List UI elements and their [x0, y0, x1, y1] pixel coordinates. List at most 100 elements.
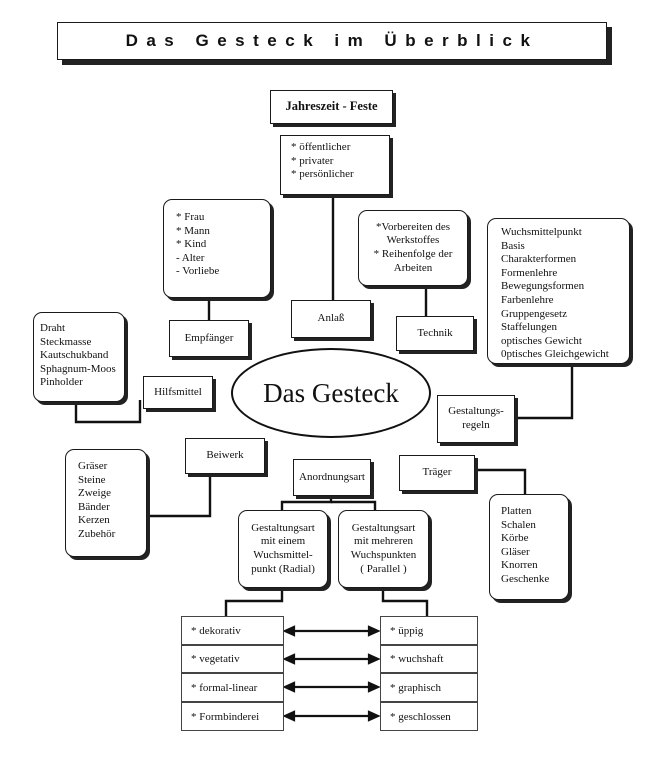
comparison-left-cell: * formal-linear [181, 673, 284, 702]
comparison-left-text: * vegetativ [191, 653, 240, 665]
radial-text: Wuchsmittel- [253, 549, 313, 561]
beiwerk-item: Gräser [78, 460, 108, 472]
comparison-left-text: * dekorativ [191, 624, 241, 637]
anlass-label: Anlaß [317, 312, 345, 325]
jahreszeit-items-box: * öffentlicher * privater * persönlicher [280, 135, 390, 195]
double-arrow-4 [282, 710, 381, 722]
traeger-item: Schalen [501, 518, 536, 531]
technik-items-box: *Vorbereiten des Werkstoffes * Reihenfol… [358, 210, 468, 286]
gestaltungsregeln-item: 0ptisches Gleichgewicht [501, 348, 609, 361]
beiwerk-label-box: Beiwerk [185, 438, 265, 474]
gestaltungsregeln-label-box: Gestaltungs- regeln [437, 395, 515, 443]
parallel-text: ( Parallel ) [360, 562, 407, 575]
parallel-text: mit mehreren [354, 535, 413, 548]
radial-text: Gestaltungsart [251, 521, 315, 534]
jahreszeit-item: * öffentlicher [291, 141, 351, 153]
connector-anordnung-right [331, 500, 377, 510]
connector-parallel-table [381, 588, 429, 616]
hilfsmittel-items-box: Draht Steckmasse Kautschukband Sphagnum-… [33, 312, 125, 402]
comparison-right-cell: * geschlossen [380, 702, 478, 731]
gestaltungsregeln-item: Wuchsmittelpunkt [501, 226, 582, 238]
comparison-right-cell: * wuchshaft [380, 645, 478, 673]
parallel-text: Wuchspunkten [350, 549, 417, 561]
comparison-left-text: * Formbinderei [191, 710, 260, 723]
comparison-right-text: * graphisch [390, 681, 442, 694]
comparison-right-text: * geschlossen [390, 710, 451, 723]
gestaltungsregeln-item: optisches Gewicht [501, 334, 582, 347]
gestaltungsregeln-item: Farbenlehre [501, 293, 554, 306]
traeger-item: Platten [501, 505, 532, 517]
comparison-right-cell: * üppig [380, 616, 478, 645]
empfaenger-item: - Alter [176, 251, 205, 264]
technik-item: Werkstoffes [386, 234, 440, 247]
connector-beiwerk [138, 474, 212, 518]
technik-item: *Vorbereiten des [375, 220, 451, 233]
gestaltungsregeln-label: regeln [462, 419, 490, 431]
empfaenger-label-box: Empfänger [169, 320, 249, 357]
gestaltungsregeln-item: Formenlehre [501, 266, 558, 279]
radial-text: punkt (Radial) [251, 562, 315, 575]
radial-box: Gestaltungsart mit einem Wuchsmittel- pu… [238, 510, 328, 588]
empfaenger-item: * Mann [176, 224, 210, 237]
traeger-items-box: Platten Schalen Körbe Gläser Knorren Ges… [489, 494, 569, 600]
comparison-right-cell: * graphisch [380, 673, 478, 702]
beiwerk-item: Zubehör [78, 527, 116, 540]
gestaltungsregeln-item: Staffelungen [501, 321, 558, 334]
traeger-item: Knorren [501, 559, 538, 572]
center-ellipse: Das Gesteck [231, 348, 431, 438]
traeger-item: Geschenke [501, 572, 550, 585]
anordnungsart-label: Anordnungsart [299, 470, 365, 483]
connector-hilfsmittel [74, 400, 142, 424]
beiwerk-items-box: Gräser Steine Zweige Bänder Kerzen Zubeh… [65, 449, 147, 557]
jahreszeit-label-box: Jahreszeit - Feste [270, 90, 393, 124]
gestaltungsregeln-item: Gruppengesetz [501, 307, 567, 320]
empfaenger-item: - Vorliebe [176, 265, 220, 278]
hilfsmittel-item: Sphagnum-Moos [40, 362, 116, 375]
jahreszeit-item: * privater [291, 154, 334, 167]
technik-item: * Reihenfolge der [373, 248, 453, 260]
empfaenger-label: Empfänger [184, 331, 234, 344]
traeger-item: Gläser [501, 545, 530, 558]
gestaltungsregeln-item: Basis [501, 239, 525, 252]
connector-radial-table [224, 588, 284, 616]
gestaltungsregeln-label: Gestaltungs- [448, 405, 504, 418]
jahreszeit-item: * persönlicher [291, 168, 354, 181]
beiwerk-label: Beiwerk [206, 449, 244, 462]
traeger-item: Körbe [501, 532, 529, 545]
connector-gestaltungsregeln [515, 364, 574, 420]
connector-anordnung-left [280, 496, 333, 510]
parallel-box: Gestaltungsart mit mehreren Wuchspunkten… [338, 510, 429, 588]
connector-traeger [475, 468, 527, 494]
center-label: Das Gesteck [263, 377, 399, 408]
traeger-label-box: Träger [399, 455, 475, 491]
hilfsmittel-item: Pinholder [40, 376, 83, 389]
double-arrow-3 [282, 681, 381, 693]
hilfsmittel-label: Hilfsmittel [154, 385, 202, 398]
comparison-left-cell: * Formbinderei [181, 702, 284, 731]
radial-text: mit einem [260, 535, 306, 548]
anordnungsart-label-box: Anordnungsart [293, 459, 371, 496]
beiwerk-item: Zweige [78, 487, 111, 500]
hilfsmittel-label-box: Hilfsmittel [143, 376, 213, 409]
beiwerk-item: Steine [78, 473, 106, 486]
parallel-text: Gestaltungsart [351, 521, 416, 534]
comparison-right-text: * wuchshaft [390, 653, 444, 665]
comparison-left-cell: * vegetativ [181, 645, 284, 673]
technik-label: Technik [417, 326, 453, 339]
beiwerk-item: Kerzen [78, 514, 110, 527]
comparison-left-cell: * dekorativ [181, 616, 284, 645]
traeger-label: Träger [422, 466, 452, 479]
gestaltungsregeln-items-box: Wuchsmittelpunkt Basis Charakterformen F… [487, 218, 630, 364]
empfaenger-item: * Kind [176, 238, 207, 251]
empfaenger-items-box: * Frau * Mann * Kind - Alter - Vorliebe [163, 199, 271, 298]
gestaltungsregeln-item: Bewegungsformen [501, 280, 585, 293]
technik-item: Arbeiten [393, 261, 433, 274]
double-arrow-1 [282, 625, 381, 637]
comparison-right-text: * üppig [390, 624, 424, 637]
empfaenger-item: * Frau [176, 211, 205, 223]
page-title: Das Gesteck im Überblick [57, 22, 607, 60]
hilfsmittel-item: Draht [40, 322, 66, 334]
comparison-left-text: * formal-linear [191, 681, 258, 694]
hilfsmittel-item: Steckmasse [40, 335, 92, 348]
